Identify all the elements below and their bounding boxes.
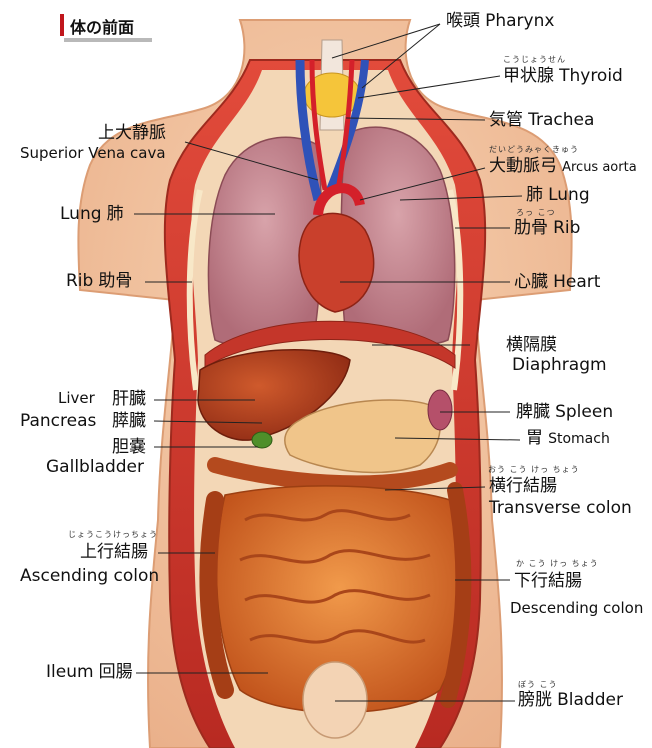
furigana-bladder: ぼう こう xyxy=(518,681,558,690)
descending-jp: 下行結腸 xyxy=(514,572,582,591)
label-spleen: 脾臓 Spleen xyxy=(516,403,613,422)
gallbladder-jp: 胆嚢 xyxy=(112,438,146,457)
bladder-shape xyxy=(303,662,367,738)
label-bladder: 膀胱 Bladder xyxy=(518,691,623,710)
label-lung-right: Lung 肺 xyxy=(60,205,124,224)
lung-right-en: Lung xyxy=(60,204,102,224)
furigana-arcus: だいどうみゃくきゅう xyxy=(489,146,579,155)
sup-vena-en: Superior Vena cava xyxy=(20,145,166,162)
pharynx-jp: 喉頭 xyxy=(446,11,480,31)
label-arcus: 大動脈弓 Arcus aorta xyxy=(489,157,637,176)
diaphragm-jp: 横隔膜 xyxy=(506,336,557,355)
spleen-jp: 脾臓 xyxy=(516,402,550,422)
pharynx-en: Pharynx xyxy=(485,11,554,31)
arcus-en: Arcus aorta xyxy=(562,160,637,175)
label-heart: 心臓 Heart xyxy=(514,273,600,292)
arcus-jp: 大動脈弓 xyxy=(489,156,557,176)
heart-en: Heart xyxy=(553,272,600,292)
spleen-en: Spleen xyxy=(555,402,613,422)
sup-vena-jp: 上大静脈 xyxy=(98,124,166,143)
rib-right-en: Rib xyxy=(553,218,580,238)
liver-jp: 肝臓 xyxy=(112,390,146,409)
label-trachea: 気管 Trachea xyxy=(489,111,594,130)
gallbladder-shape xyxy=(252,432,272,448)
furigana-thyroid: こうじょうせん xyxy=(503,56,566,65)
furigana-descending: か こう けっ ちょう xyxy=(516,560,599,569)
thyroid-jp: 甲状腺 xyxy=(503,66,554,86)
lung-left-en: Lung xyxy=(548,185,590,205)
label-pharynx: 喉頭 Pharynx xyxy=(446,12,554,31)
trachea-en: Trachea xyxy=(528,110,594,130)
bladder-jp: 膀胱 xyxy=(518,690,552,710)
bladder-en: Bladder xyxy=(557,690,623,710)
transverse-en: Transverse colon xyxy=(489,499,632,518)
diaphragm-en: Diaphragm xyxy=(512,356,607,375)
stomach-jp: 胃 xyxy=(526,428,543,448)
gallbladder-en: Gallbladder xyxy=(46,458,144,477)
pancreas-en: Pancreas xyxy=(20,412,96,431)
rib-left-jp: 助骨 xyxy=(98,271,132,291)
ileum-jp: 回腸 xyxy=(99,662,133,682)
rib-left-en: Rib xyxy=(66,271,93,291)
ileum-en: Ileum xyxy=(46,662,94,682)
label-rib-right: 肋骨 Rib xyxy=(514,219,580,238)
label-thyroid: 甲状腺 Thyroid xyxy=(503,67,623,86)
heart-jp: 心臓 xyxy=(514,272,548,292)
trachea-jp: 気管 xyxy=(489,110,523,130)
label-lung-left: 肺 Lung xyxy=(526,186,590,205)
thyroid-en: Thyroid xyxy=(559,66,623,86)
ascending-en: Ascending colon xyxy=(20,567,159,586)
spleen-shape xyxy=(428,390,452,430)
furigana-ascending: じょうこうけっちょう xyxy=(68,531,158,540)
label-ileum: Ileum 回腸 xyxy=(46,663,133,682)
label-rib-left: Rib 助骨 xyxy=(66,272,132,291)
lung-right-jp: 肺 xyxy=(107,204,124,224)
stomach-en: Stomach xyxy=(548,431,610,447)
label-stomach: 胃 Stomach xyxy=(526,429,610,448)
rib-right-jp: 肋骨 xyxy=(514,218,548,238)
descending-en: Descending colon xyxy=(510,600,643,617)
furigana-rib: ろっ こつ xyxy=(516,209,556,218)
liver-en: Liver xyxy=(58,390,95,407)
pancreas-jp: 膵臓 xyxy=(112,412,146,431)
lung-left-jp: 肺 xyxy=(526,185,543,205)
furigana-transverse: おう こう けっ ちょう xyxy=(488,466,580,475)
transverse-jp: 横行結腸 xyxy=(489,477,557,496)
ascending-jp: 上行結腸 xyxy=(80,543,148,562)
